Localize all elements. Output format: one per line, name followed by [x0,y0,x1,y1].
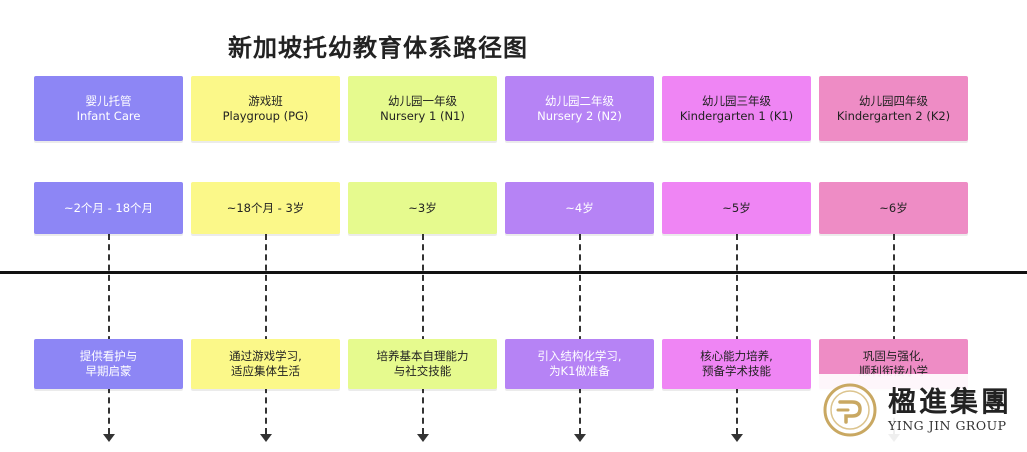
age-card: ~5岁 [662,182,811,234]
age-card: ~6岁 [819,182,968,234]
stage-card-line-2: Nursery 1 (N1) [380,108,465,123]
dashed-connector [422,234,424,434]
description-card: 引入结构化学习,为K1做准备 [505,339,654,389]
description-card-line-1: 通过游戏学习, [229,349,302,363]
age-card: ~2个月 - 18个月 [34,182,183,234]
age-card-line-1: ~18个月 - 3岁 [226,200,305,215]
description-card-line-2: 为K1做准备 [549,364,610,378]
company-logo: 楹進集團 YING JIN GROUP [818,374,1027,452]
stage-card-line-2: Nursery 2 (N2) [537,108,622,123]
description-card-line-2: 早期启蒙 [85,364,132,378]
stage-card-line-2: Kindergarten 2 (K2) [836,108,951,123]
logo-english-name: YING JIN GROUP [888,418,1007,433]
stage-card-line-1: 婴儿托管 [85,93,132,108]
age-card: ~4岁 [505,182,654,234]
stage-card-line-1: 幼儿园一年级 [388,93,457,108]
age-card-line-1: ~5岁 [722,200,751,215]
logo-emblem-icon [823,383,877,437]
stage-card-line-1: 幼儿园四年级 [859,93,928,108]
dashed-connector [108,234,110,434]
diagram-title: 新加坡托幼教育体系路径图 [228,34,528,62]
age-card: ~3岁 [348,182,497,234]
arrow-down-icon [731,434,743,442]
arrow-down-icon [260,434,272,442]
description-card-line-1: 引入结构化学习, [537,349,622,363]
description-card: 提供看护与早期启蒙 [34,339,183,389]
age-card-line-1: ~6岁 [879,200,908,215]
stage-card-line-2: Playgroup (PG) [222,108,309,123]
logo-chinese-name: 楹進集團 [888,385,1013,418]
description-card: 通过游戏学习,适应集体生活 [191,339,340,389]
age-card-line-1: ~4岁 [565,200,594,215]
description-card-line-1: 核心能力培养, [700,349,773,363]
description-card-line-2: 适应集体生活 [231,364,300,378]
stage-card-line-1: 幼儿园三年级 [702,93,771,108]
stage-card-line-2: Kindergarten 1 (K1) [679,108,794,123]
stage-card-line-1: 游戏班 [248,93,283,108]
stage-card-line-2: Infant Care [76,108,141,123]
description-card-line-1: 培养基本自理能力 [376,349,469,363]
description-card: 培养基本自理能力与社交技能 [348,339,497,389]
stage-card-line-1: 幼儿园二年级 [545,93,614,108]
description-card: 核心能力培养,预备学术技能 [662,339,811,389]
dashed-connector [579,234,581,434]
age-card: ~18个月 - 3岁 [191,182,340,234]
description-card-line-2: 与社交技能 [393,364,452,378]
age-card-line-1: ~2个月 - 18个月 [63,200,154,215]
dashed-connector [893,234,895,434]
description-card-line-1: 巩固与强化, [862,349,925,363]
arrow-down-icon [574,434,586,442]
arrow-down-icon [417,434,429,442]
arrow-down-icon [103,434,115,442]
dashed-connector [736,234,738,434]
description-card-line-1: 提供看护与 [79,349,138,363]
age-card-line-1: ~3岁 [408,200,437,215]
description-card-line-2: 预备学术技能 [702,364,771,378]
timeline-axis [0,271,1027,274]
dashed-connector [265,234,267,434]
